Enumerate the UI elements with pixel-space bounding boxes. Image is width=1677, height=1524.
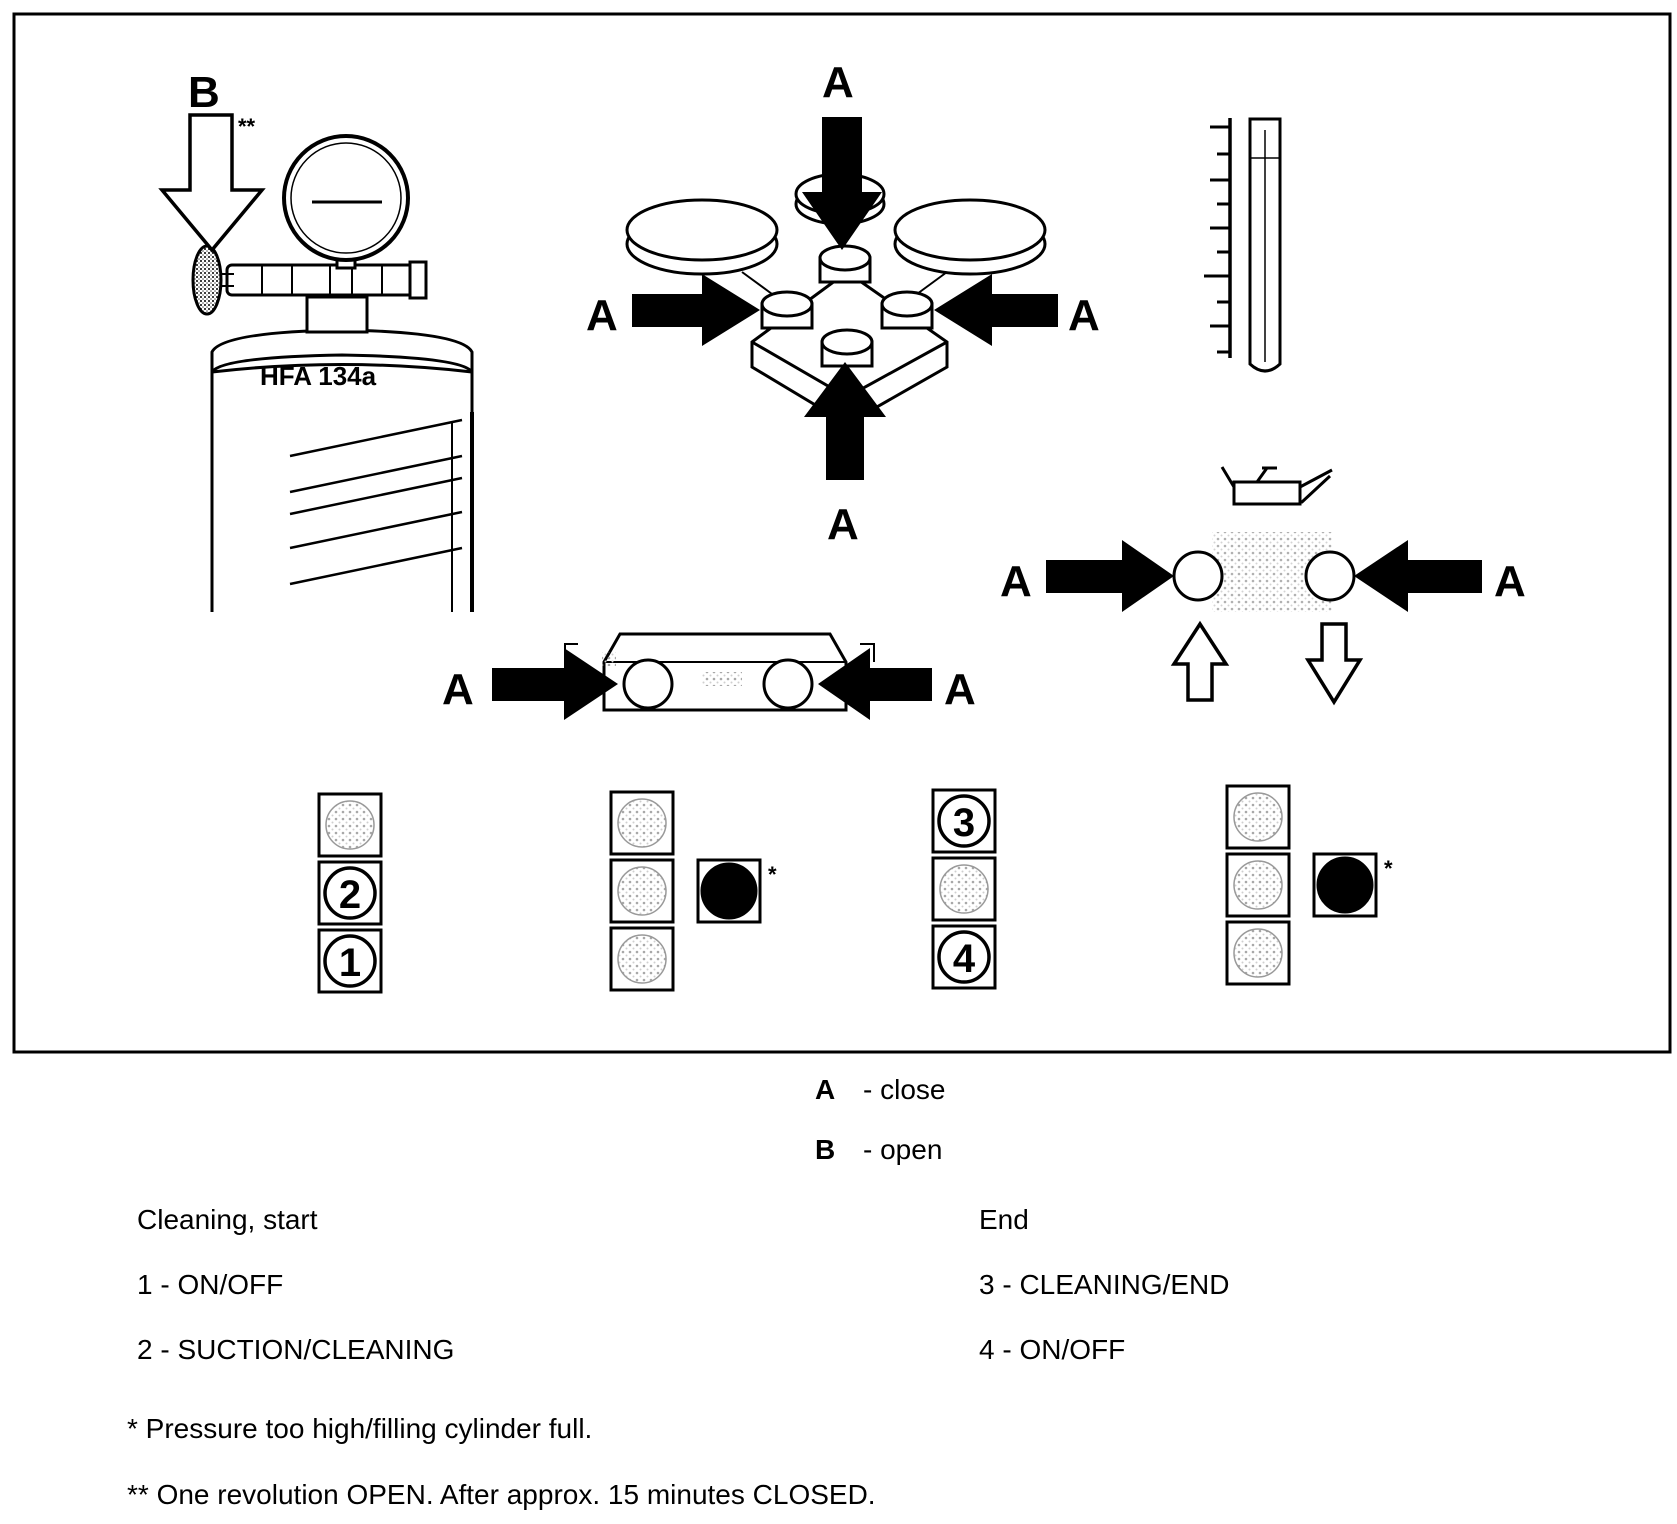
close-label-bar-left: A — [442, 665, 474, 714]
end-step-3: 3 - CLEANING/END — [979, 1269, 1230, 1300]
legend-key: B — [815, 1134, 836, 1165]
button-panel-end — [931, 788, 997, 990]
close-arrow-icon — [492, 648, 932, 720]
end-title: End — [979, 1204, 1029, 1235]
button-label-1: 1 — [339, 941, 361, 985]
button-panel-warning-1 — [609, 790, 762, 992]
oil-port-pair — [1172, 550, 1356, 602]
close-label-top: A — [822, 58, 854, 107]
start-title: Cleaning, start — [137, 1204, 318, 1235]
diagram-figure: HFA 134a B ** A — [12, 12, 1674, 1054]
close-label-bottom: A — [827, 500, 859, 549]
close-arrow-icon — [1046, 540, 1482, 612]
filling-cylinder-scale — [1204, 117, 1282, 373]
button-panel-warning-2 — [1225, 784, 1378, 986]
oil-can-icon — [1220, 466, 1333, 506]
button-panel-start — [317, 792, 383, 994]
close-arrow-icon — [632, 117, 1058, 480]
footnote-pressure: * Pressure too high/filling cylinder ful… — [127, 1413, 593, 1444]
legend-key: A — [815, 1074, 836, 1105]
button-label-4: 4 — [953, 937, 976, 981]
open-arrow-icon — [158, 113, 266, 253]
close-label-right: A — [1068, 291, 1100, 340]
legend-value: - close — [863, 1074, 946, 1105]
end-step-4: 4 - ON/OFF — [979, 1334, 1126, 1365]
valve-bar-assembly — [564, 632, 875, 712]
button-label-2: 2 — [339, 873, 361, 917]
warning-marker: * — [1384, 856, 1393, 881]
footnote-revolution: ** One revolution OPEN. After approx. 15… — [127, 1479, 876, 1510]
button-label-3: 3 — [953, 801, 975, 845]
warning-marker: * — [768, 862, 777, 887]
figure-border — [12, 12, 1672, 1054]
close-label-oil-left: A — [1000, 557, 1032, 606]
legend-value: - open — [863, 1134, 943, 1165]
start-step-1: 1 - ON/OFF — [137, 1269, 284, 1300]
valve-b-footnote-marker: ** — [238, 114, 256, 139]
start-step-2: 2 - SUCTION/CLEANING — [137, 1334, 455, 1365]
close-label-bar-right: A — [944, 665, 976, 714]
refrigerant-cylinder — [191, 134, 474, 612]
valve-b-label: B — [188, 68, 220, 117]
flow-arrow-icon — [1170, 620, 1364, 706]
close-label-left: A — [586, 291, 618, 340]
close-label-oil-right: A — [1494, 557, 1526, 606]
cylinder-label: HFA 134a — [260, 361, 377, 391]
